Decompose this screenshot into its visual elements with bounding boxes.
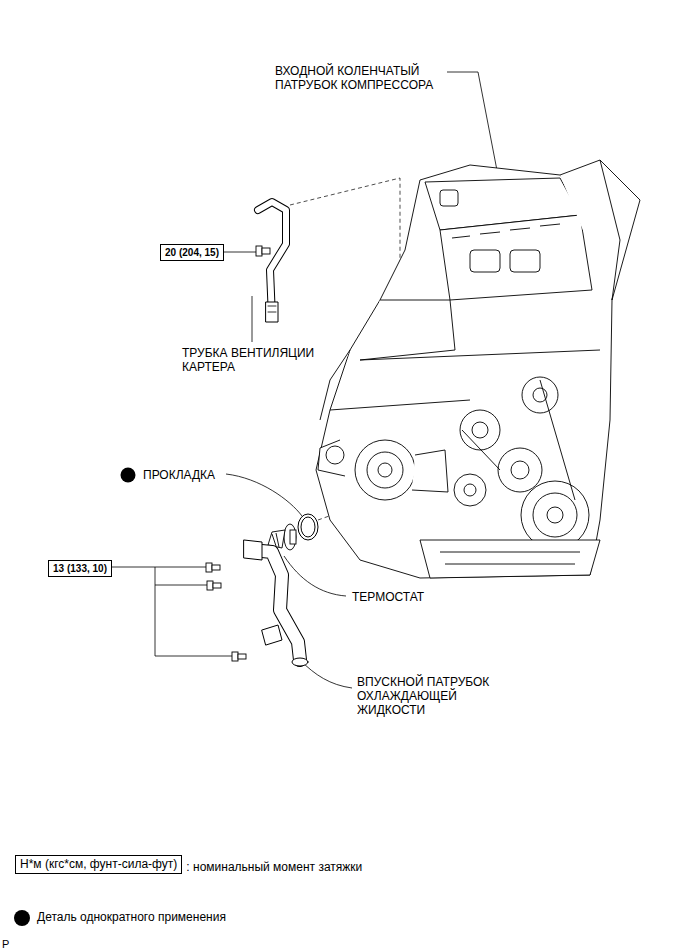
single-use-dot — [121, 468, 136, 483]
torque-box: 13 (133, 10) — [48, 560, 112, 577]
coolant-inlet-pipe — [244, 540, 308, 666]
torque-value: 13 (133, 10) — [53, 562, 107, 575]
bolt — [256, 246, 270, 256]
legend-swatch — [14, 910, 30, 926]
leader-line — [226, 474, 302, 516]
leader-line — [284, 556, 346, 596]
torque-value: Н*м (кгс*см, фунт-сила-фут) — [20, 857, 177, 872]
bolt — [206, 563, 246, 661]
legend-text: Деталь однократного применения — [37, 910, 226, 924]
leader-line — [252, 296, 253, 342]
gasket — [298, 514, 318, 540]
page-mark: P — [2, 937, 9, 951]
engine — [316, 160, 640, 578]
leader-line — [224, 252, 256, 253]
legend-text: : номинальный момент затяжки — [186, 860, 362, 874]
leader-line — [300, 660, 352, 688]
ventilation-pipe — [258, 202, 286, 322]
part-label: ТРУБКА ВЕНТИЛЯЦИИ КАРТЕРА — [182, 346, 347, 374]
part-label: ВХОДНОЙ КОЛЕНЧАТЫЙ ПАТРУБОК КОМПРЕССОРА — [275, 64, 455, 92]
part-label: ПРОКЛАДКА — [143, 468, 215, 482]
torque-box: 20 (204, 15) — [160, 244, 224, 261]
torque-value: 20 (204, 15) — [165, 246, 219, 259]
torque-legend-box: Н*м (кгс*см, фунт-сила-фут) — [15, 855, 182, 874]
part-label: ВПУСКНОЙ ПАТРУБОК ОХЛАЖДАЮЩЕЙ ЖИДКОСТИ — [357, 675, 512, 717]
leader-line — [112, 567, 232, 656]
part-label: ТЕРМОСТАТ — [352, 590, 424, 604]
